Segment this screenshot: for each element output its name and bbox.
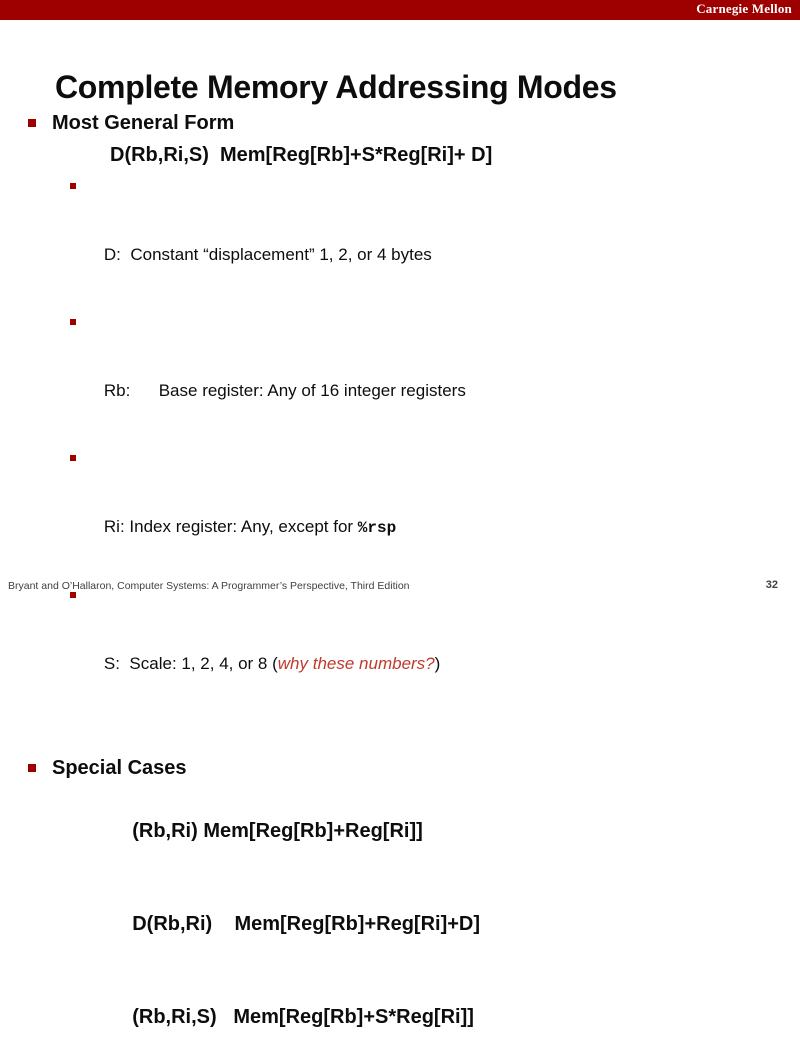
addressing-meaning: Mem[Reg[Rb]+Reg[Ri]+D] <box>234 913 481 935</box>
sub-bullet-spacer <box>121 245 130 264</box>
addressing-meaning: Mem[Reg[Rb]+S*Reg[Ri]] <box>233 1006 474 1028</box>
sub-bullet-spacer <box>130 381 158 400</box>
square-bullet-icon <box>28 119 36 127</box>
special-case-row: (Rb,Ri,S) Mem[Reg[Rb]+S*Reg[Ri]] <box>0 971 800 1064</box>
bullet-special-cases: Special Cases <box>0 755 800 781</box>
sub-bullet-base-register: Rb: Base register: Any of 16 integer reg… <box>0 306 800 442</box>
addressing-mode: (Rb,Ri,S) <box>132 1006 217 1028</box>
sub-bullet-term: S: <box>103 654 120 673</box>
footer-citation: Bryant and O’Hallaron, Computer Systems:… <box>8 580 410 592</box>
sub-bullet-text: Constant “displacement” 1, 2, or 4 bytes <box>130 245 432 264</box>
addressing-mode: (Rb,Ri) <box>132 820 198 842</box>
sub-bullet-tail: ) <box>434 654 441 673</box>
sub-bullet-text: Scale: 1, 2, 4, or 8 ( <box>129 654 278 673</box>
carnegie-mellon-brand: Carnegie Mellon <box>696 1 792 16</box>
bullet-label: Special Cases <box>52 757 187 779</box>
square-bullet-icon <box>70 592 76 598</box>
square-bullet-icon <box>70 455 76 461</box>
sub-bullet-scale: S: Scale: 1, 2, 4, or 8 (why these numbe… <box>0 579 800 715</box>
bullet-most-general-form: Most General Form <box>0 110 800 136</box>
annotation-why-these-numbers: why these numbers? <box>277 654 435 673</box>
general-form-formula: D(Rb,Ri,S) Mem[Reg[Rb]+S*Reg[Ri]+ D] <box>110 144 493 166</box>
square-bullet-icon <box>70 183 76 189</box>
square-bullet-icon <box>28 764 36 772</box>
bullet-label: Most General Form <box>52 112 235 134</box>
page-title: Complete Memory Addressing Modes <box>55 69 617 106</box>
sub-bullet-text: Base register: Any of 16 integer registe… <box>158 381 466 400</box>
special-case-row: D(Rb,Ri) Mem[Reg[Rb]+Reg[Ri]+D] <box>0 878 800 971</box>
square-bullet-icon <box>70 319 76 325</box>
case-spacer <box>212 913 234 935</box>
sub-bullet-term: Ri: <box>103 517 125 536</box>
sub-bullet-index-register: Ri: Index register: Any, except for %rsp <box>0 442 800 579</box>
sub-bullet-displacement: D: Constant “displacement” 1, 2, or 4 by… <box>0 170 800 306</box>
addressing-mode: D(Rb,Ri) <box>132 913 213 935</box>
case-spacer <box>217 1006 234 1028</box>
section-spacer <box>0 715 800 755</box>
register-code-rsp: %rsp <box>357 519 397 537</box>
special-case-row: (Rb,Ri) Mem[Reg[Rb]+Reg[Ri]] <box>0 785 800 878</box>
sub-bullet-term: Rb: <box>103 381 131 400</box>
slide-number: 32 <box>765 579 778 591</box>
sub-bullet-term: D: <box>103 245 121 264</box>
addressing-meaning: Mem[Reg[Rb]+Reg[Ri]] <box>203 820 423 842</box>
header-band: Carnegie Mellon <box>0 0 800 20</box>
sub-bullet-spacer <box>120 654 129 673</box>
sub-bullet-text: Index register: Any, except for <box>129 517 358 536</box>
